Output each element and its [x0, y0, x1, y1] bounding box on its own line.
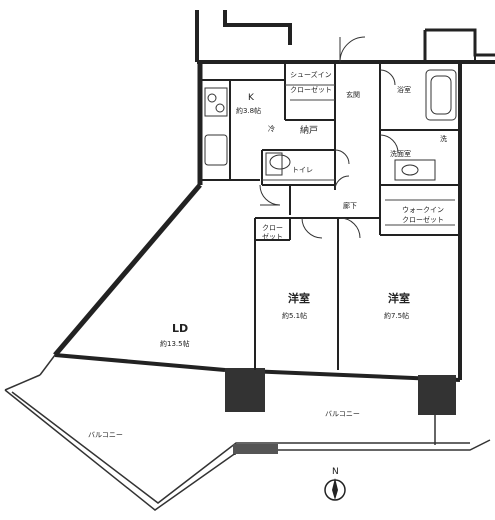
fridge-label: 冷 — [268, 124, 275, 133]
small-closet-label-1: クロー — [262, 224, 283, 232]
small-closet-label-2: ゼット — [262, 232, 283, 241]
western1-size: 約5.1帖 — [282, 311, 307, 320]
ld-name: LD — [172, 322, 188, 335]
toilet-fixture — [265, 152, 291, 176]
bathtub — [425, 69, 457, 121]
western2-name: 洋室 — [388, 291, 410, 305]
washroom-side-label: 洗 — [440, 134, 447, 143]
kitchen-name: K — [248, 93, 255, 103]
bath-label: 浴室 — [397, 85, 411, 94]
shoe-closet-label-1: シューズイン — [290, 70, 332, 79]
toilet-label: トイレ — [292, 166, 313, 174]
washbasin — [394, 159, 436, 181]
western1-name: 洋室 — [288, 291, 310, 305]
window-bands — [262, 84, 455, 226]
kitchen-size: 約3.8帖 — [236, 106, 261, 115]
exterior-walls — [53, 10, 495, 382]
pillar-left — [225, 368, 265, 412]
washroom-label: 洗面室 — [390, 149, 411, 158]
western2-size: 約7.5帖 — [384, 311, 409, 320]
balcony-left-label: バルコニー — [88, 431, 123, 439]
door-swings — [259, 36, 399, 239]
ld-size: 約13.5帖 — [160, 339, 190, 348]
hall-label: 廊下 — [343, 201, 357, 210]
balcony-right-label: バルコニー — [325, 410, 360, 418]
walkin-label-2: クローゼット — [402, 215, 444, 224]
compass-icon — [324, 478, 346, 501]
walkin-label-1: ウォークイン — [402, 206, 444, 214]
shoe-closet-label-2: クローゼット — [290, 85, 332, 94]
pillar-bottom — [233, 444, 278, 454]
entrance-label: 玄関 — [346, 90, 360, 99]
storage-label: 納戸 — [300, 124, 318, 136]
interior-walls — [200, 62, 460, 370]
compass-label: N — [332, 467, 339, 477]
kitchen-fixtures — [204, 87, 228, 166]
pillar-right — [418, 375, 456, 415]
